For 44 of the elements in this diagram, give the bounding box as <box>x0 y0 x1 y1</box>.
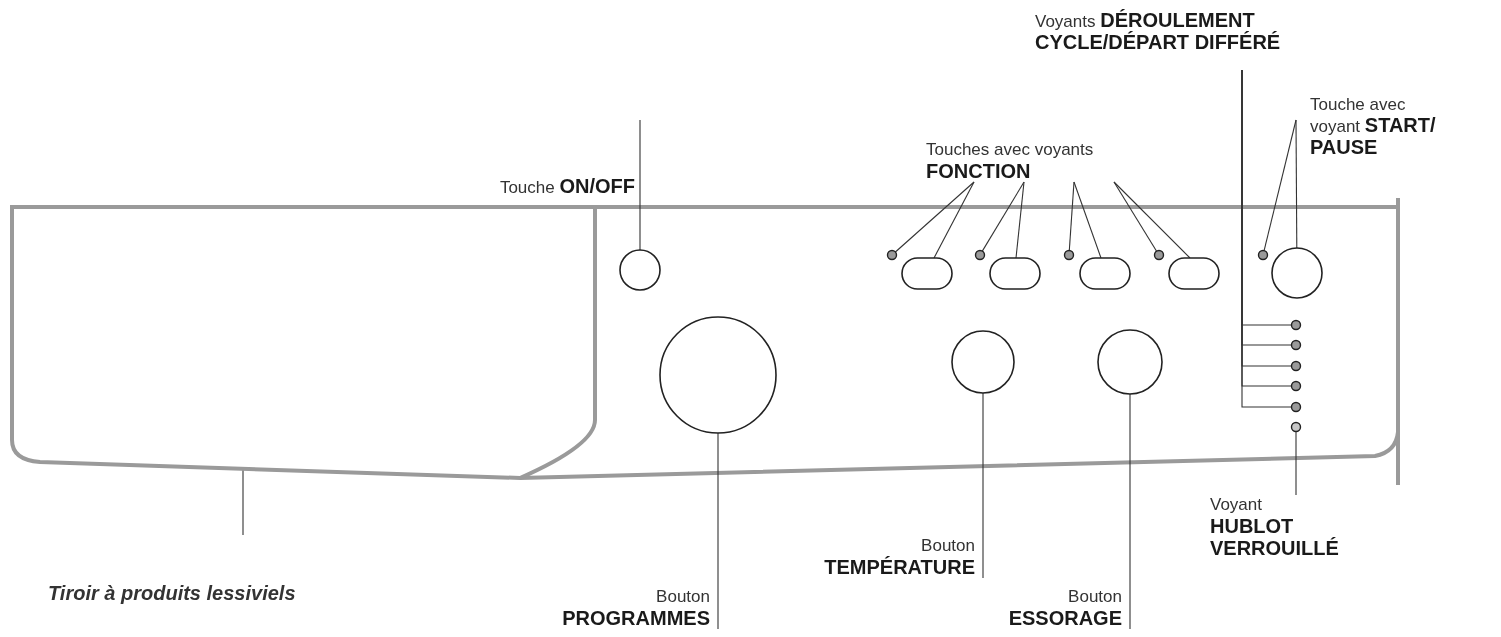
indicator-light <box>1153 249 1165 261</box>
leader-line <box>1073 181 1102 259</box>
indicator-light <box>974 249 986 261</box>
indicator-light <box>1290 401 1302 413</box>
leader-line <box>1068 181 1075 252</box>
leader-line <box>1295 430 1297 496</box>
callout-label: Voyant HUBLOT VERROUILLÉ <box>1210 495 1390 570</box>
leader-line <box>933 181 975 259</box>
leader-line <box>981 181 1025 252</box>
rotary-knob <box>951 330 1015 394</box>
indicator-light <box>1063 249 1075 261</box>
callout-label: Touche avec voyant START/ PAUSE <box>1296 95 1448 170</box>
round-button <box>619 249 661 291</box>
leader-line <box>982 392 984 579</box>
indicator-light <box>1290 360 1302 372</box>
callout-label: Bouton ESSORAGE <box>930 575 1130 629</box>
callout-label: Tiroir à produits lessiviels <box>48 535 348 603</box>
leader-line <box>1015 181 1025 259</box>
round-button <box>1271 247 1323 299</box>
indicator-light <box>886 249 898 261</box>
callout-label: Touches avec voyants FONCTION <box>926 126 1176 182</box>
indicator-light <box>1290 319 1302 331</box>
indicator-light <box>1290 421 1302 433</box>
indicator-light <box>1290 339 1302 351</box>
callout-label: Bouton PROGRAMMES <box>518 575 718 629</box>
indicator-light <box>1290 380 1302 392</box>
leader-line <box>1129 393 1131 630</box>
indicator-light <box>1257 249 1269 261</box>
callout-label: Touche ON/OFF <box>440 120 640 198</box>
drawer-front <box>10 205 597 480</box>
callout-label: Bouton TEMPÉRATURE <box>783 530 983 578</box>
rotary-knob <box>1097 329 1163 395</box>
oval-button <box>901 257 953 290</box>
leader-line <box>894 181 975 253</box>
leader-line <box>1295 119 1298 249</box>
rotary-knob <box>659 316 777 434</box>
leader-line <box>639 119 641 251</box>
callout-label: Voyants DÉROULEMENT CYCLE/DÉPART DIFFÉRÉ <box>1035 10 1325 70</box>
oval-button <box>1079 257 1131 290</box>
oval-button <box>1168 257 1220 290</box>
leader-line <box>717 432 719 630</box>
leader-line <box>1113 181 1191 259</box>
oval-button <box>989 257 1041 290</box>
leader-line <box>1113 181 1158 252</box>
